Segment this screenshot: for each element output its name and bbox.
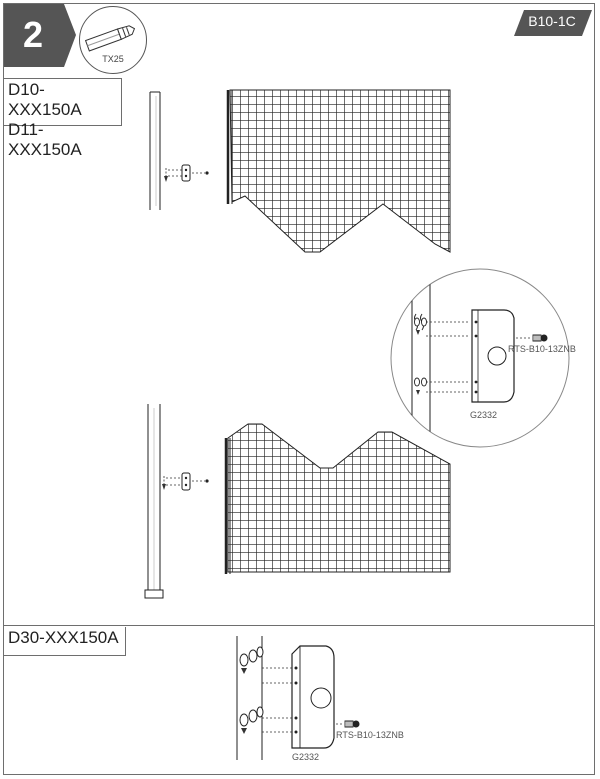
upper-post [149, 91, 168, 210]
detail-screw-label: RTS-B10-13ZNB [508, 344, 576, 354]
model-box-top: D10-XXX150A D11-XXX150A [4, 78, 122, 159]
step-badge-shape [4, 4, 76, 67]
bottom-screw [336, 720, 360, 728]
bottom-assembly [236, 636, 360, 760]
lower-mesh-panel [224, 423, 451, 574]
detail-bracket-label: G2332 [470, 410, 498, 420]
lower-bracket [166, 472, 209, 491]
page-code: B10-1C [528, 13, 576, 29]
bottom-bracket [291, 645, 335, 749]
model-code-1: D10-XXX150A [8, 80, 82, 119]
bottom-screw-label: RTS-B10-13ZNB [336, 730, 404, 740]
detail-callout [390, 268, 570, 448]
model-box-bottom: D30-XXX150A [4, 627, 126, 656]
tool-callout: TX25 [79, 6, 147, 74]
screw-icon [540, 334, 548, 342]
model-code-3: D30-XXX150A [8, 628, 119, 647]
model-code-2: D11-XXX150A [8, 120, 82, 159]
section-divider [3, 625, 595, 626]
page-code-badge [514, 10, 592, 36]
bottom-hooks-lower [239, 706, 264, 734]
screw-icon [352, 720, 360, 728]
bottom-bracket-label: G2332 [292, 752, 320, 762]
detail-hooks-lower [414, 377, 427, 395]
step-number: 2 [22, 14, 44, 55]
screw-icon [205, 171, 209, 175]
upper-bracket [168, 164, 209, 182]
lower-post [144, 404, 166, 599]
page-frame [3, 3, 595, 775]
screw-icon [205, 479, 209, 483]
detail-bracket [471, 309, 515, 403]
bottom-hooks-upper [239, 646, 264, 674]
detail-screw [516, 334, 548, 342]
screwdriver-bit-icon [84, 25, 136, 52]
upper-mesh-panel [226, 89, 451, 253]
tool-label: TX25 [102, 54, 124, 64]
